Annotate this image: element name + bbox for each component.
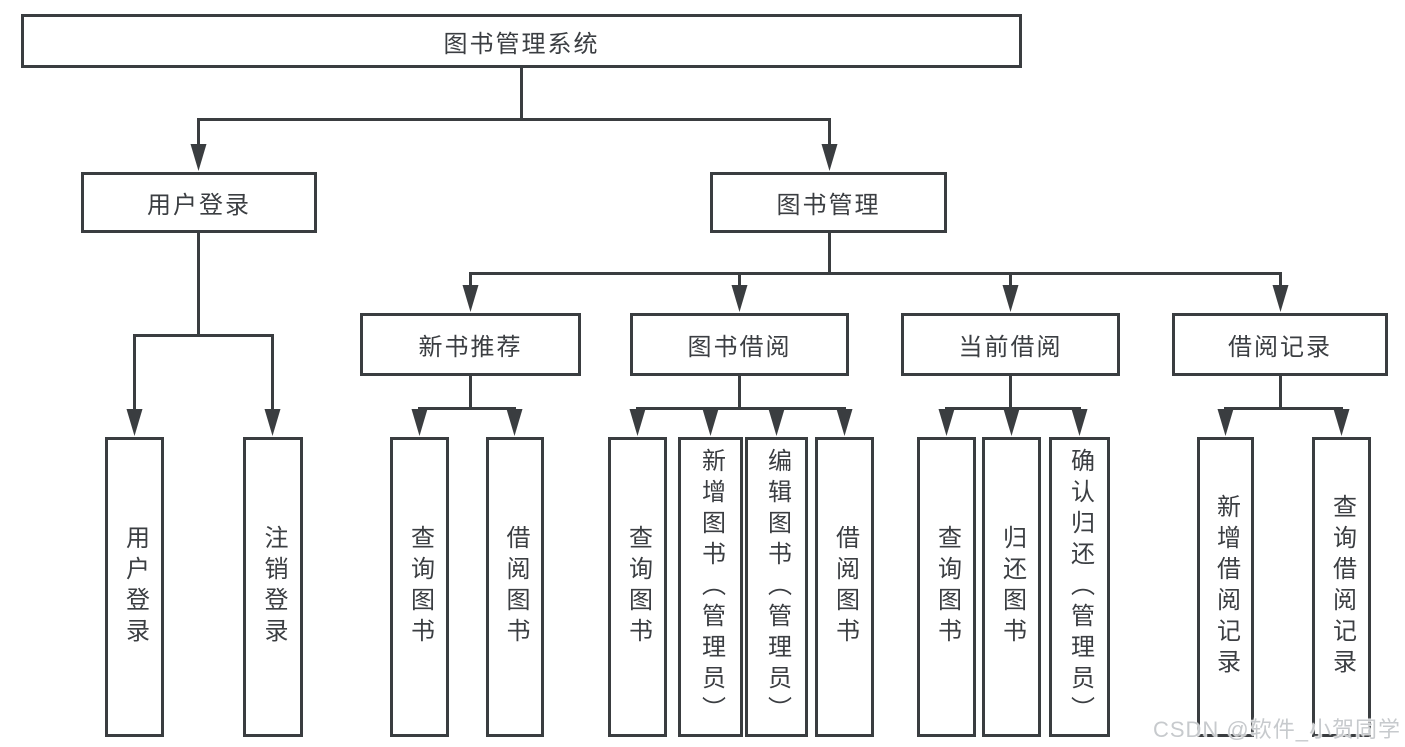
- leaf-label: 查询图书: [933, 525, 961, 649]
- node-label: 用户登录: [147, 192, 251, 219]
- leaf-edit-book-admin: 编辑图书（管理员）: [745, 437, 808, 737]
- connector-line: [197, 118, 831, 148]
- node-library-management-system: 图书管理系统: [21, 14, 1022, 68]
- leaf-label: 注销登录: [260, 525, 287, 649]
- arrow-down-icon: [126, 409, 143, 436]
- arrow-down-icon: [731, 285, 748, 312]
- arrow-down-icon: [190, 144, 207, 171]
- arrow-down-icon: [1333, 409, 1350, 436]
- connector-line: [636, 407, 846, 412]
- leaf-label: 查询图书: [624, 525, 652, 649]
- leaf-borrow-books-recommend: 借阅图书: [486, 437, 544, 737]
- watermark: CSDN @软件_小贺同学: [1152, 717, 1401, 742]
- arrow-down-icon: [938, 409, 955, 436]
- connector-line: [133, 334, 274, 412]
- node-label: 图书管理系统: [443, 30, 600, 58]
- leaf-query-books-current: 查询图书: [917, 437, 976, 737]
- arrow-down-icon: [629, 409, 646, 436]
- arrow-down-icon: [506, 409, 523, 436]
- leaf-label: 确认归还（管理员）: [1066, 447, 1094, 727]
- arrow-down-icon: [702, 409, 719, 436]
- node-current-borrowing: 当前借阅: [901, 313, 1120, 376]
- leaf-label: 借阅图书: [502, 525, 529, 649]
- leaf-borrow-books-borrowing: 借阅图书: [815, 437, 874, 737]
- node-book-borrowing: 图书借阅: [630, 313, 849, 376]
- arrow-down-icon: [836, 409, 853, 436]
- leaf-label: 编辑图书（管理员）: [763, 447, 791, 727]
- node-user-login: 用户登录: [81, 172, 317, 233]
- arrow-down-icon: [411, 409, 428, 436]
- arrow-down-icon: [821, 144, 838, 171]
- leaf-label: 归还图书: [998, 525, 1026, 649]
- arrow-down-icon: [1003, 409, 1020, 436]
- arrow-down-icon: [264, 409, 281, 436]
- arrow-down-icon: [1002, 285, 1019, 312]
- leaf-label: 查询图书: [406, 525, 434, 649]
- arrow-down-icon: [1217, 409, 1234, 436]
- node-book-management: 图书管理: [710, 172, 947, 233]
- arrow-down-icon: [1272, 285, 1289, 312]
- arrow-down-icon: [1071, 409, 1088, 436]
- connector-line: [1224, 407, 1343, 412]
- leaf-logout: 注销登录: [243, 437, 303, 737]
- node-label: 图书借阅: [687, 334, 792, 361]
- leaf-label: 查询借阅记录: [1328, 494, 1356, 680]
- leaf-add-book-admin: 新增图书（管理员）: [678, 437, 743, 737]
- node-new-book-recommendation: 新书推荐: [360, 313, 581, 376]
- node-label: 借阅记录: [1228, 334, 1332, 361]
- arrow-down-icon: [768, 409, 785, 436]
- leaf-label: 新增借阅记录: [1212, 494, 1240, 680]
- leaf-add-borrow-record: 新增借阅记录: [1197, 437, 1254, 737]
- leaf-label: 新增图书（管理员）: [697, 447, 725, 727]
- node-label: 图书管理: [776, 192, 881, 219]
- connector-line: [469, 272, 1282, 288]
- connector-line: [418, 407, 516, 412]
- leaf-user-login: 用户登录: [105, 437, 164, 737]
- leaf-query-borrow-record: 查询借阅记录: [1312, 437, 1371, 737]
- node-borrowing-records: 借阅记录: [1172, 313, 1388, 376]
- leaf-label: 用户登录: [121, 525, 149, 649]
- leaf-query-books-recommend: 查询图书: [390, 437, 449, 737]
- node-label: 新书推荐: [418, 334, 523, 361]
- leaf-return-books: 归还图书: [982, 437, 1041, 737]
- leaf-query-books-borrowing: 查询图书: [608, 437, 667, 737]
- leaf-label: 借阅图书: [831, 525, 859, 649]
- leaf-confirm-return-admin: 确认归还（管理员）: [1049, 437, 1110, 737]
- node-label: 当前借阅: [958, 334, 1063, 361]
- arrow-down-icon: [462, 285, 479, 312]
